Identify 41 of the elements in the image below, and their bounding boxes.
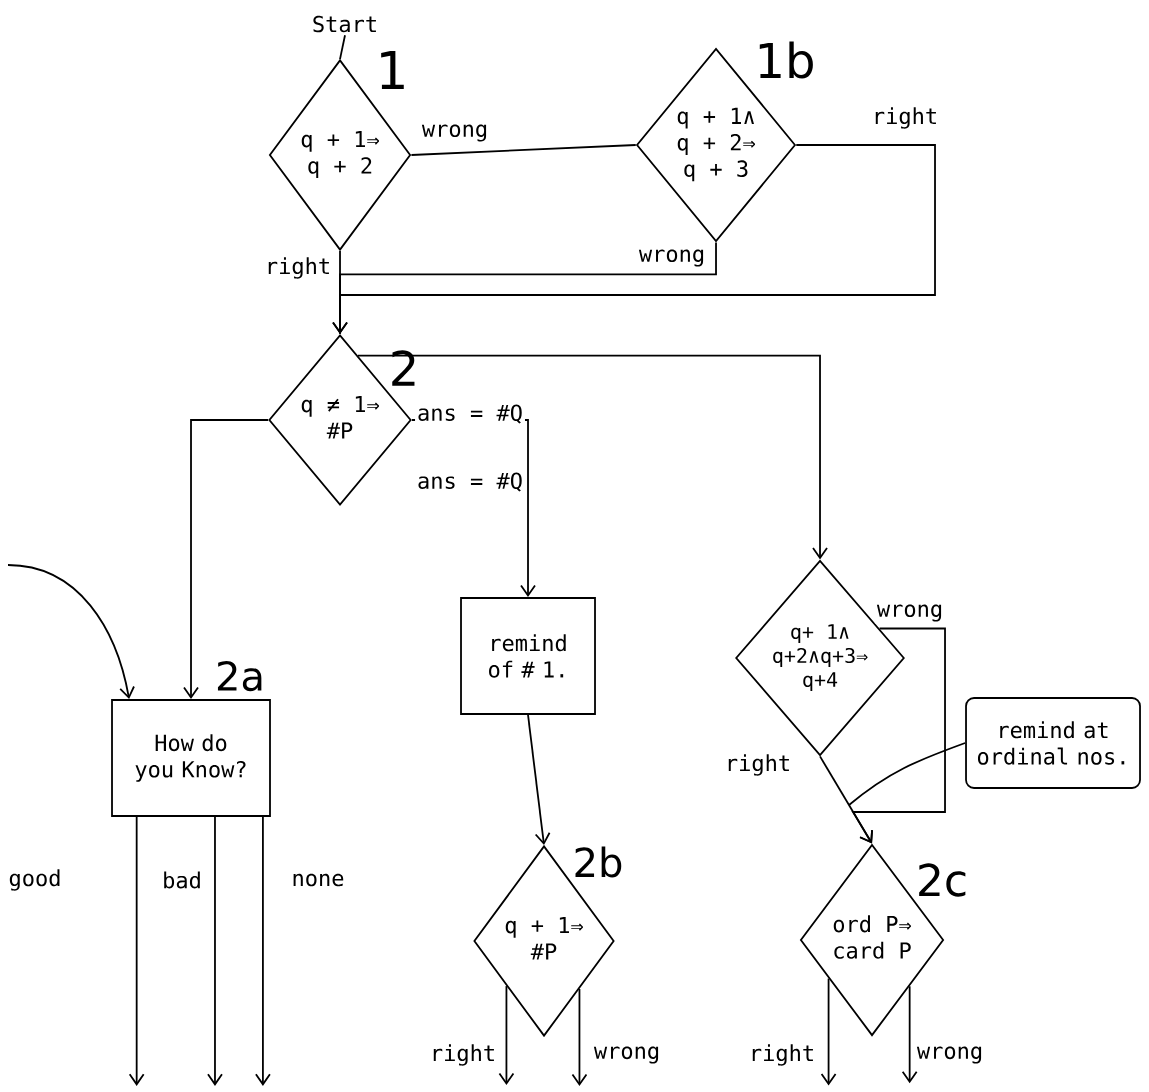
label-text: ans = #Q	[415, 470, 525, 494]
arrow	[571, 988, 588, 1086]
edge-label: wrong	[874, 602, 946, 624]
edge-label: wrong	[419, 122, 491, 144]
edge-label: ans = #Q	[415, 402, 525, 426]
edge-label: right	[427, 1042, 499, 1068]
step-number: 1	[381, 51, 404, 89]
connector-line	[339, 250, 341, 335]
arrow	[7, 564, 135, 700]
arrow	[357, 354, 828, 560]
arrow	[255, 816, 271, 1086]
start-text: Start	[313, 15, 376, 33]
arrow	[527, 714, 551, 846]
arrow	[498, 985, 515, 1086]
edge-label: wrong	[914, 1044, 986, 1066]
process-box: remind of # 1.	[460, 597, 596, 715]
arrow	[207, 816, 223, 1086]
edge-label: none	[289, 871, 347, 889]
leader-line	[848, 742, 966, 806]
arrow	[901, 985, 918, 1084]
edge-label: bad	[160, 869, 204, 891]
step-number: 1b	[759, 41, 813, 79]
arrow	[183, 419, 269, 700]
arrow	[851, 627, 946, 844]
step-number: 2	[392, 350, 415, 386]
edge-label: good	[6, 867, 64, 893]
note-box: remind at ordinal nos.	[965, 697, 1141, 789]
connector-line	[410, 144, 637, 156]
step-number: 2c	[919, 863, 966, 897]
edge-label: wrong	[591, 1044, 663, 1066]
edge-label: right	[262, 255, 334, 281]
step-number: 2b	[575, 846, 622, 878]
edge-label: right	[869, 105, 941, 131]
connector-line	[339, 34, 346, 60]
process-box: How do you Know?	[111, 699, 271, 817]
edge-label: right	[746, 1042, 818, 1068]
edge-label: wrong	[636, 247, 708, 269]
arrow	[332, 144, 936, 335]
arrow	[820, 977, 837, 1086]
arrow	[128, 816, 145, 1086]
step-number: 2a	[217, 660, 262, 692]
